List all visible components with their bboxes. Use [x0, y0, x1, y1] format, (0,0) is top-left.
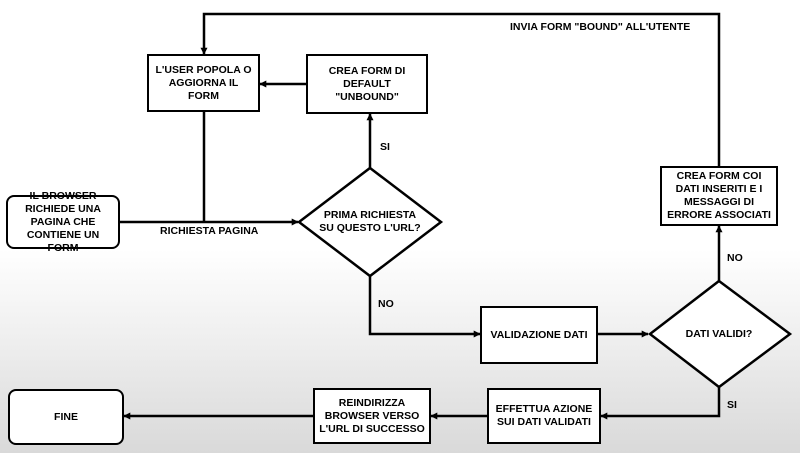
node-redirect-browser: REINDIRIZZA BROWSER VERSO L'URL DI SUCCE… — [313, 388, 431, 444]
node-user-fills-form: L'USER POPOLA O AGGIORNA IL FORM — [147, 54, 260, 112]
label-first-request-no: NO — [378, 298, 394, 310]
label-request-page: RICHIESTA PAGINA — [160, 225, 259, 237]
edge-bound-loop — [200, 12, 721, 166]
node-perform-action: EFFETTUA AZIONE SUI DATI VALIDATI — [487, 388, 601, 444]
decision-first-request-shape — [296, 166, 444, 278]
decision-data-valid-shape — [647, 279, 793, 389]
node-create-error-form: CREA FORM COI DATI INSERITI E I MESSAGGI… — [660, 166, 778, 226]
node-validate-data: VALIDAZIONE DATI — [480, 306, 598, 364]
node-create-default-form: CREA FORM DI DEFAULT "UNBOUND" — [306, 54, 428, 114]
node-browser-request: IL BROWSER RICHIEDE UNA PAGINA CHE CONTI… — [6, 190, 120, 254]
decision-data-valid-text: DATI VALIDI? — [685, 327, 753, 340]
node-end: FINE — [8, 389, 124, 445]
edge-valid-yes — [600, 387, 721, 420]
label-send-bound-form: INVIA FORM "BOUND" ALL'UTENTE — [510, 21, 691, 33]
label-data-valid-no: NO — [727, 252, 743, 264]
label-first-request-yes: SI — [380, 141, 390, 153]
edge-first-request-no — [368, 276, 481, 338]
label-data-valid-yes: SI — [727, 399, 737, 411]
decision-first-request-text: PRIMA RICHIESTA SU QUESTO L'URL? — [319, 209, 421, 234]
